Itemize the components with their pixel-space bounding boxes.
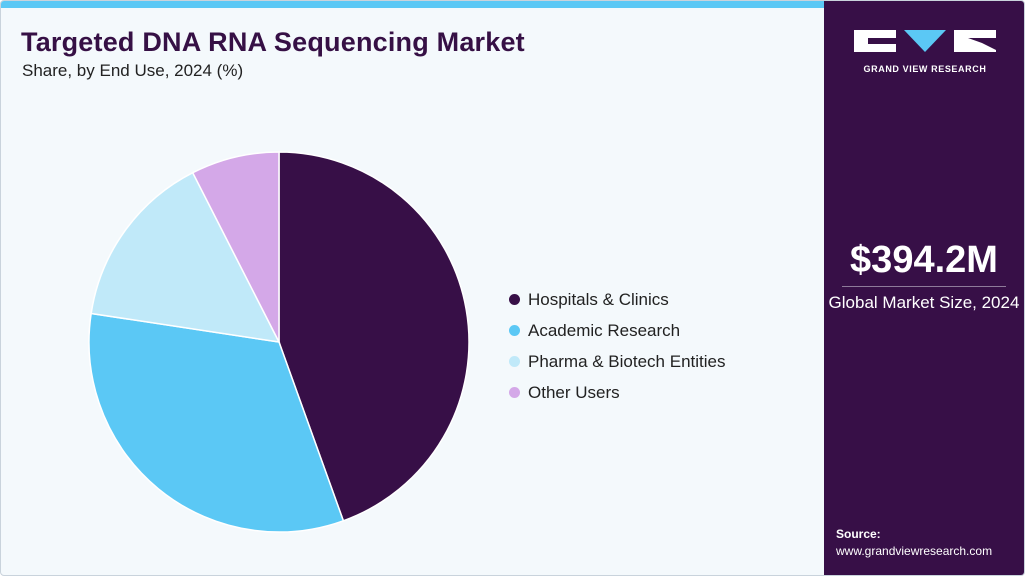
source-url: www.grandviewresearch.com: [836, 544, 993, 558]
legend: Hospitals & Clinics Academic Research Ph…: [509, 284, 725, 408]
legend-label: Hospitals & Clinics: [528, 289, 669, 309]
market-size-label: Global Market Size, 2024: [828, 293, 1020, 312]
pie-slice-other-users: [191, 151, 280, 343]
legend-swatch: [509, 325, 520, 336]
pie-slice-hospitals-clinics: [278, 151, 470, 522]
sidebar: GRAND VIEW RESEARCH $394.2M Global Marke…: [824, 1, 1024, 575]
legend-label: Pharma & Biotech Entities: [528, 351, 726, 371]
pie-slice-pharma-biotech-entities: [90, 171, 281, 343]
pie-slice-academic-research: [88, 312, 345, 533]
legend-swatch: [509, 294, 520, 305]
chart-title: Targeted DNA RNA Sequencing Market: [21, 27, 525, 57]
legend-item-hospitals: Hospitals & Clinics: [509, 284, 725, 315]
brand-name: GRAND VIEW RESEARCH: [863, 64, 987, 74]
brand-logo: GRAND VIEW RESEARCH: [854, 29, 996, 74]
legend-label: Other Users: [528, 382, 620, 402]
legend-item-academic: Academic Research: [509, 315, 725, 346]
divider: [842, 286, 1006, 287]
source-label: Source:: [836, 527, 881, 541]
legend-item-pharma: Pharma & Biotech Entities: [509, 346, 725, 377]
legend-swatch: [509, 387, 520, 398]
chart-subtitle: Share, by End Use, 2024 (%): [22, 61, 244, 80]
legend-item-other: Other Users: [509, 377, 725, 408]
legend-label: Academic Research: [528, 320, 681, 340]
gvr-logo-icon: [854, 30, 996, 52]
legend-swatch: [509, 356, 520, 367]
pie-chart: [88, 151, 470, 533]
market-size-value: $394.2M: [850, 239, 998, 281]
top-accent-bar: [1, 1, 824, 8]
